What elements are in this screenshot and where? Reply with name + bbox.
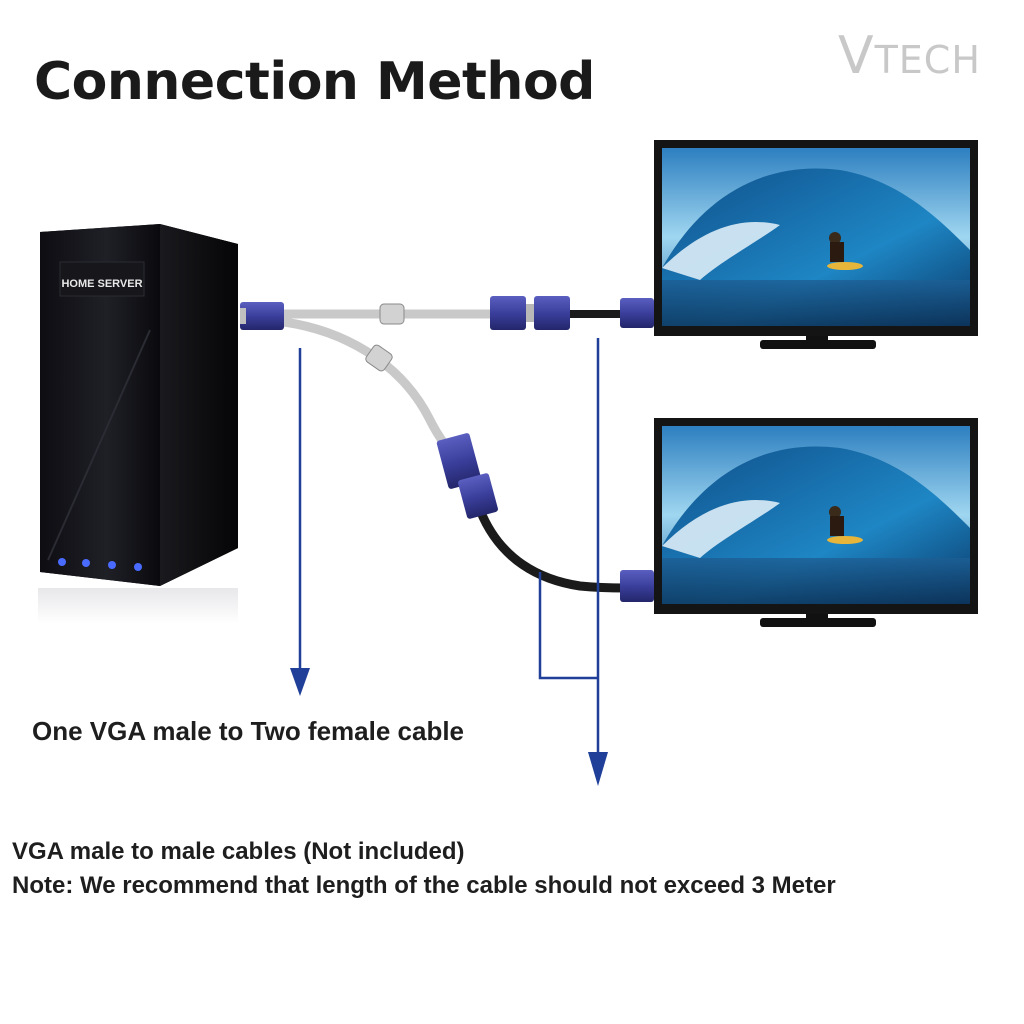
server-led-2 <box>82 559 90 567</box>
caption-splitter-cable: One VGA male to Two female cable <box>32 716 464 747</box>
monitor-bottom <box>654 418 978 627</box>
arrow-splitter-head <box>290 668 310 696</box>
vga-connector-monitor-top <box>620 298 654 328</box>
vga-male-to-male-cables <box>480 314 626 588</box>
server-led-3 <box>108 561 116 569</box>
caption-male-cables: VGA male to male cables (Not included) <box>12 838 465 866</box>
vga-male-connector-2a <box>457 473 498 520</box>
server-label: HOME SERVER <box>61 278 142 290</box>
vga-female-connector-1 <box>490 296 526 330</box>
arrow-male-head <box>588 752 608 786</box>
vga-connector-monitor-bottom <box>620 570 654 602</box>
home-server-tower: HOME SERVER <box>38 224 238 624</box>
monitor-top <box>654 140 978 349</box>
vga-male-connector-1a <box>534 296 570 330</box>
server-led-4 <box>134 563 142 571</box>
vga-connectors <box>240 296 654 602</box>
server-led-1 <box>58 558 66 566</box>
vga-male-connector-server <box>240 302 284 330</box>
ferrite-core-top <box>380 304 404 324</box>
caption-note: Note: We recommend that length of the ca… <box>12 872 836 900</box>
